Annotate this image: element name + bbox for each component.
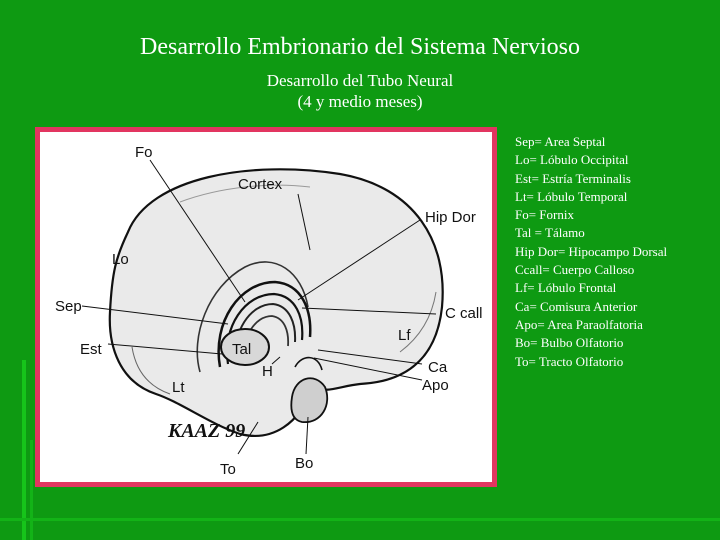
label-fo: Fo (135, 144, 153, 161)
legend-item: Apo= Area Paraolfatoria (515, 316, 643, 332)
subtitle-line-2: (4 y medio meses) (297, 92, 423, 111)
label-sep: Sep (55, 298, 82, 315)
legend-item: Ccall= Cuerpo Calloso (515, 262, 635, 278)
thalamus-shape (220, 328, 270, 366)
subtitle-line-1: Desarrollo del Tubo Neural (266, 71, 454, 90)
slide-subtitle: Desarrollo del Tubo Neural (4 y medio me… (0, 70, 720, 112)
artist-signature: KAAZ 99 (167, 420, 245, 442)
leader-lines (81, 159, 437, 455)
hippocampus-arc (217, 280, 312, 368)
label-to: To (220, 461, 236, 478)
label-h: H (262, 363, 273, 380)
decorative-stripe (22, 360, 26, 540)
legend-item: Lt= Lóbulo Temporal (515, 188, 628, 204)
label-tal: Tal (232, 341, 251, 358)
legend-item: Ca= Comisura Anterior (515, 298, 638, 314)
shading-stroke (179, 184, 311, 203)
label-hip-dor: Hip Dor (425, 209, 476, 226)
hemisphere-curve (196, 261, 309, 373)
decorative-stripe (30, 440, 33, 540)
label-lf: Lf (398, 327, 411, 344)
brain-diagram: Fo Cortex Hip Dor Lo Sep C call Lf Est T… (35, 127, 497, 487)
brain-outline (108, 168, 444, 437)
legend-item: Sep= Area Septal (515, 134, 606, 149)
slide-title: Desarrollo Embrionario del Sistema Nervi… (140, 34, 580, 60)
olfactory-bulb-shape (290, 377, 329, 423)
label-lo: Lo (112, 251, 129, 268)
shading-stroke (131, 346, 171, 395)
legend-item: Bo= Bulbo Olfatorio (515, 335, 624, 351)
label-cortex: Cortex (238, 176, 283, 193)
legend-item: Fo= Fornix (515, 207, 574, 223)
olfactory-tract-shape (294, 356, 323, 371)
legend-item: Est= Estría Terminalis (515, 170, 631, 186)
legend-item: To= Tracto Olfatorio (515, 353, 624, 369)
legend-item: Lf= Lóbulo Frontal (515, 280, 617, 296)
label-est: Est (80, 341, 103, 358)
legend-item: Hip Dor= Hipocampo Dorsal (515, 243, 668, 259)
legend-item: Tal = Tálamo (515, 225, 585, 241)
label-lt: Lt (172, 379, 185, 396)
label-apo: Apo (422, 377, 449, 394)
shading-stroke (399, 291, 437, 353)
abbreviation-legend: Sep= Area Septal Lo= Lóbulo Occipital Es… (515, 133, 667, 371)
brain-diagram-svg: Fo Cortex Hip Dor Lo Sep C call Lf Est T… (55, 144, 483, 478)
decorative-stripe (0, 518, 720, 521)
legend-item: Lo= Lóbulo Occipital (515, 152, 629, 168)
label-c-call: C call (445, 305, 483, 322)
label-ca: Ca (428, 359, 448, 376)
label-bo: Bo (295, 455, 313, 472)
